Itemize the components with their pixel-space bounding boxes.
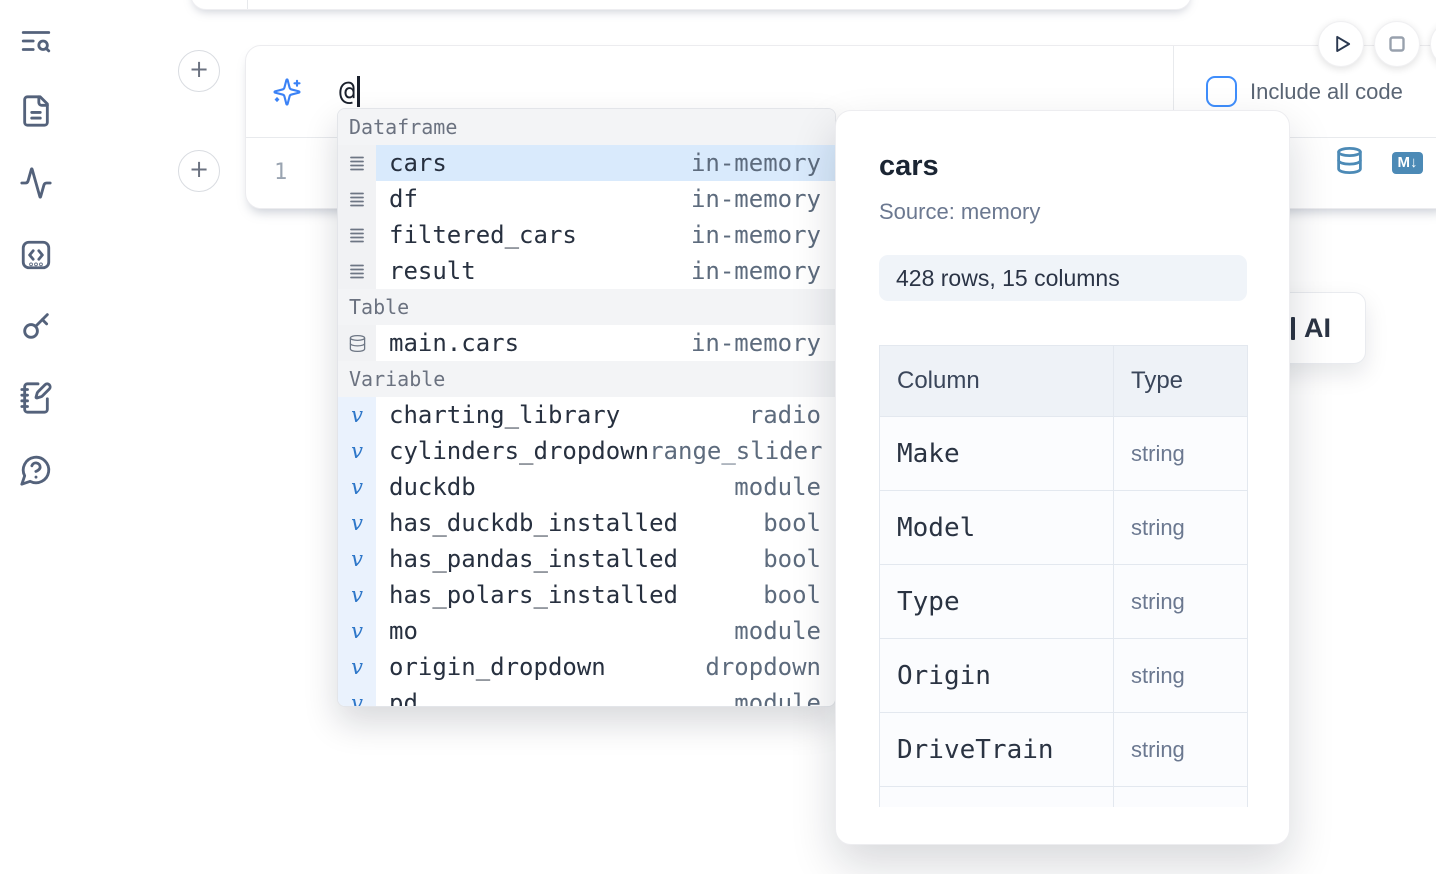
include-all-code-label[interactable]: Include all code bbox=[1250, 78, 1403, 104]
type-header: Type bbox=[1113, 345, 1248, 417]
preview-schema-table: Column Type Make string Model string Typ… bbox=[879, 345, 1249, 807]
activity-icon[interactable] bbox=[17, 164, 55, 202]
dataframe-preview-panel: cars Source: memory 428 rows, 15 columns… bbox=[835, 110, 1290, 845]
sparkles-icon bbox=[273, 77, 301, 106]
convert-to-markdown-button[interactable]: M↓ bbox=[1392, 152, 1423, 174]
code-snippet-icon[interactable] bbox=[17, 236, 55, 274]
variable-icon: v bbox=[338, 613, 376, 649]
database-icon bbox=[1337, 147, 1362, 174]
markdown-icon: M↓ bbox=[1397, 154, 1418, 171]
include-all-code-checkbox[interactable] bbox=[1206, 76, 1237, 107]
file-document-icon[interactable] bbox=[17, 92, 55, 130]
dataframe-icon bbox=[338, 217, 376, 253]
key-icon[interactable] bbox=[17, 307, 55, 345]
ai-prompt-options: Include all code bbox=[1173, 46, 1436, 137]
notebook-pen-icon[interactable] bbox=[17, 379, 55, 417]
table-row: Type string bbox=[879, 565, 1249, 639]
table-header-row: Column Type bbox=[879, 345, 1249, 417]
preview-shape-badge: 428 rows, 15 columns bbox=[879, 255, 1247, 301]
add-cell-below-button[interactable]: + bbox=[178, 150, 220, 192]
add-cell-above-button[interactable]: + bbox=[178, 50, 220, 92]
database-icon bbox=[338, 325, 376, 361]
dataframe-icon bbox=[338, 181, 376, 217]
play-icon bbox=[1336, 35, 1351, 53]
preview-source: Source: memory bbox=[879, 199, 1041, 224]
list-search-icon[interactable] bbox=[17, 22, 55, 60]
help-chat-icon[interactable] bbox=[17, 451, 55, 489]
section-header-table: Table bbox=[338, 289, 835, 325]
stop-cell-button[interactable] bbox=[1374, 21, 1420, 67]
sidebar bbox=[0, 0, 72, 874]
generate-ai-label: AI bbox=[1304, 312, 1331, 343]
convert-to-sql-button[interactable] bbox=[1335, 144, 1364, 182]
stop-icon bbox=[1389, 36, 1405, 52]
dataframe-icon bbox=[338, 253, 376, 289]
variable-icon: v bbox=[338, 577, 376, 613]
variable-icon: v bbox=[338, 649, 376, 685]
run-cell-button[interactable] bbox=[1318, 21, 1364, 67]
table-row: DriveTrain string bbox=[879, 713, 1249, 787]
text-cursor bbox=[357, 76, 361, 107]
preview-title: cars bbox=[879, 150, 939, 182]
variable-icon: v bbox=[338, 505, 376, 541]
variable-icon: v bbox=[338, 433, 376, 469]
table-row: Origin string bbox=[879, 639, 1249, 713]
variable-icon: v bbox=[338, 541, 376, 577]
variable-icon: v bbox=[338, 469, 376, 505]
column-header: Column bbox=[879, 345, 1113, 417]
line-number: 1 bbox=[274, 159, 288, 185]
ai-prompt-input[interactable]: @ bbox=[339, 76, 356, 107]
previous-cell-divider bbox=[247, 0, 248, 9]
variable-icon: v bbox=[338, 397, 376, 433]
code-editor-row[interactable]: 1 M↓ bbox=[246, 138, 1436, 206]
dataframe-icon bbox=[338, 145, 376, 181]
table-row: Model string bbox=[879, 491, 1249, 565]
section-header-variable: Variable bbox=[338, 361, 835, 397]
section-header-dataframe: Dataframe bbox=[338, 109, 835, 145]
variable-icon: v bbox=[338, 685, 376, 706]
previous-cell-edge bbox=[190, 0, 1192, 10]
cut-letter-stem bbox=[1291, 316, 1295, 340]
table-row: Make string bbox=[879, 417, 1249, 491]
table-row bbox=[879, 787, 1249, 807]
